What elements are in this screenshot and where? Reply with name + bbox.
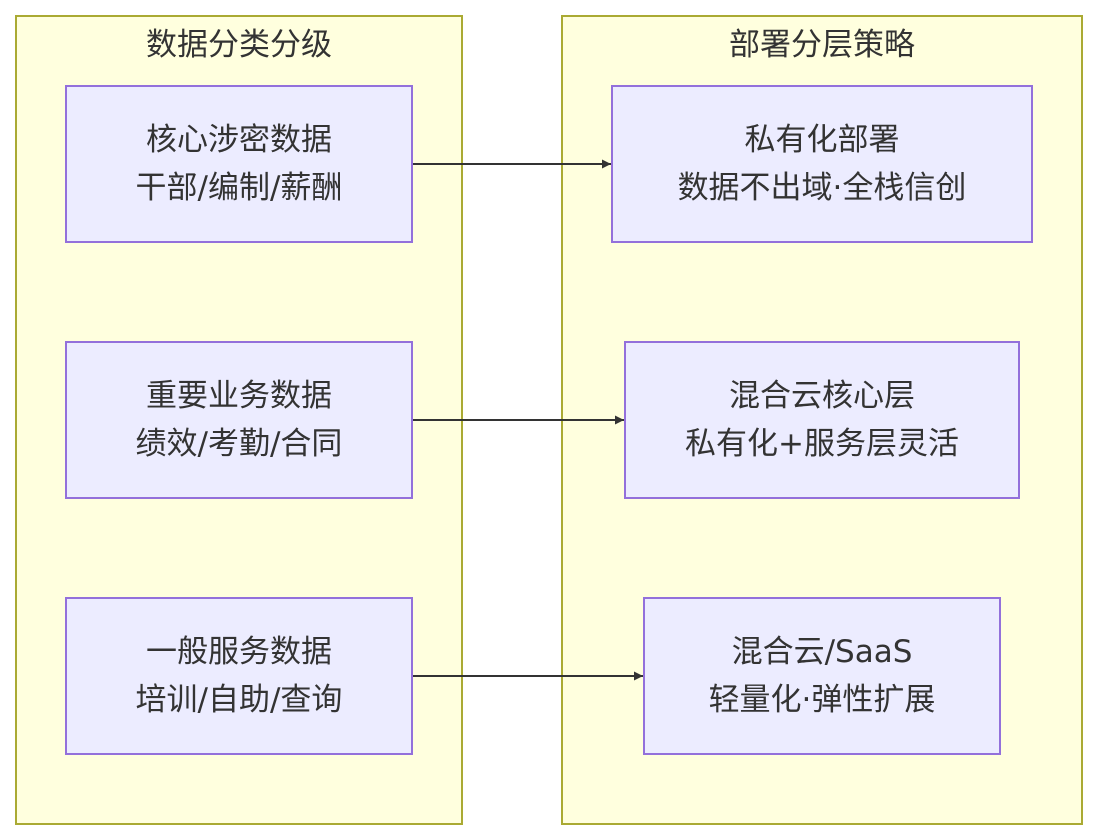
node-line: 核心涉密数据 [146,122,332,158]
node-line: 私有化部署 [744,122,900,158]
node-line: 重要业务数据 [146,378,332,414]
cluster-title: 部署分层策略 [729,27,915,63]
node-line: 一般服务数据 [146,634,332,670]
cluster-title: 数据分类分级 [146,27,332,63]
node-line: 培训/自助/查询 [135,682,343,718]
node-important-business-data[interactable]: 重要业务数据 绩效/考勤/合同 [65,341,413,499]
node-private-deployment[interactable]: 私有化部署 数据不出域·全栈信创 [611,85,1033,243]
node-line: 绩效/考勤/合同 [135,426,343,462]
node-hybrid-cloud-saas[interactable]: 混合云/SaaS 轻量化·弹性扩展 [643,597,1001,755]
node-line: 干部/编制/薪酬 [135,170,343,206]
node-line: 数据不出域·全栈信创 [677,170,967,206]
node-line: 混合云/SaaS [731,634,913,670]
node-line: 混合云核心层 [729,378,915,414]
node-core-classified-data[interactable]: 核心涉密数据 干部/编制/薪酬 [65,85,413,243]
node-line: 私有化+服务层灵活 [685,426,959,462]
node-general-service-data[interactable]: 一般服务数据 培训/自助/查询 [65,597,413,755]
node-line: 轻量化·弹性扩展 [708,682,936,718]
node-hybrid-cloud-core[interactable]: 混合云核心层 私有化+服务层灵活 [624,341,1020,499]
